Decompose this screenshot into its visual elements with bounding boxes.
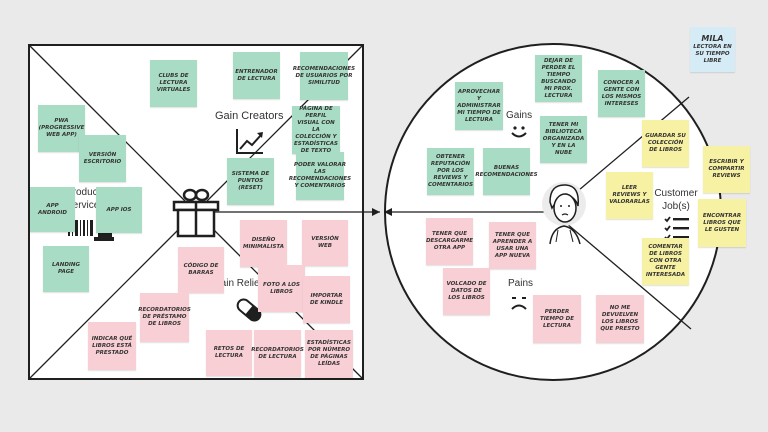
pill-icon: [236, 298, 262, 322]
sticky-note[interactable]: Landing page: [43, 246, 89, 292]
sticky-note[interactable]: Obtener reputación por los reviews y com…: [427, 148, 474, 195]
chart-up-icon: [236, 129, 263, 154]
sticky-note[interactable]: Versión web: [302, 220, 348, 266]
sticky-note[interactable]: Código de barras: [178, 247, 224, 293]
sticky-note[interactable]: Recordatorios de lectura: [251, 330, 304, 377]
sticky-note[interactable]: Sistema de puntos (reset): [227, 158, 274, 205]
sticky-note[interactable]: Poder valorar las recomendaciones y come…: [289, 152, 351, 200]
sticky-note[interactable]: Encontrar libros que le gusten: [698, 199, 746, 247]
sticky-note[interactable]: Recomendaciones de usuarios por similitu…: [293, 52, 355, 100]
customer-jobs-label: Customer Job(s): [654, 188, 698, 212]
sticky-note[interactable]: Dejar de perder el tiempo buscando mi pr…: [535, 55, 582, 102]
sticky-note[interactable]: Leer reviews y valorarlas: [606, 172, 653, 219]
sticky-note[interactable]: Aprovechar y administrar mi tiempo de le…: [455, 82, 503, 130]
persona-note[interactable]: Mila Lectora en su tiempo libre: [690, 27, 735, 72]
sticky-note[interactable]: No me devuelven los libros que presto: [596, 295, 644, 343]
sticky-note[interactable]: Comentar de libros con otra gente intere…: [642, 238, 689, 285]
persona-avatar: [542, 182, 586, 245]
sticky-note[interactable]: Página de perfil visual con la colección…: [292, 106, 340, 154]
gain-creators-label: Gain Creators: [215, 110, 284, 122]
products-services-label: Products & Services: [66, 187, 115, 211]
sticky-note[interactable]: Volcado de datos de los libros: [443, 268, 490, 315]
sticky-note[interactable]: Tener que aprender a usar una app nueva: [489, 222, 536, 269]
sticky-note[interactable]: Guardar su colección de libros: [642, 120, 689, 167]
sticky-note[interactable]: Diseño minimalista: [240, 220, 287, 267]
sticky-note[interactable]: Escribir y compartir reviews: [703, 146, 750, 193]
sticky-note[interactable]: Perder tiempo de lectura: [533, 295, 581, 343]
persona-name: Mila: [701, 33, 724, 43]
sticky-note[interactable]: PWA (Progressive Web App): [38, 105, 85, 152]
smile-icon: [511, 126, 527, 138]
sticky-note[interactable]: Estadísticas por número de páginas leída…: [305, 330, 353, 378]
sticky-note[interactable]: Recordatorios de préstamo de libros: [138, 293, 191, 342]
sticky-note[interactable]: Buenas recomendaciones: [475, 148, 538, 195]
persona-description: Lectora en su tiempo libre: [693, 43, 732, 64]
sticky-note[interactable]: Tener mi biblioteca organizada y en la n…: [540, 116, 587, 163]
sticky-note[interactable]: Conocer a gente con los mismos intereses: [598, 70, 645, 117]
sticky-note[interactable]: Entrenador de lectura: [233, 52, 280, 99]
gift-icon: [172, 188, 220, 238]
sticky-note[interactable]: App iOS: [96, 187, 142, 233]
sticky-note[interactable]: Tener que descargarme otra app: [426, 218, 473, 265]
pains-label: Pains: [508, 278, 534, 289]
sticky-note[interactable]: Retos de lectura: [206, 330, 252, 376]
sticky-note[interactable]: Foto a los libros: [258, 265, 305, 312]
sticky-note[interactable]: Versión escritorio: [79, 135, 126, 182]
sticky-note[interactable]: App Android: [30, 187, 75, 232]
sticky-note[interactable]: Clubs de lectura virtuales: [150, 60, 197, 107]
sticky-note[interactable]: Indicar qué libros está prestado: [88, 322, 136, 370]
gains-label: Gains: [506, 110, 533, 121]
frown-icon: [511, 297, 527, 310]
sticky-note[interactable]: Importar de Kindle: [303, 276, 350, 323]
pain-relievers-label: Pain Relievers: [214, 278, 279, 289]
